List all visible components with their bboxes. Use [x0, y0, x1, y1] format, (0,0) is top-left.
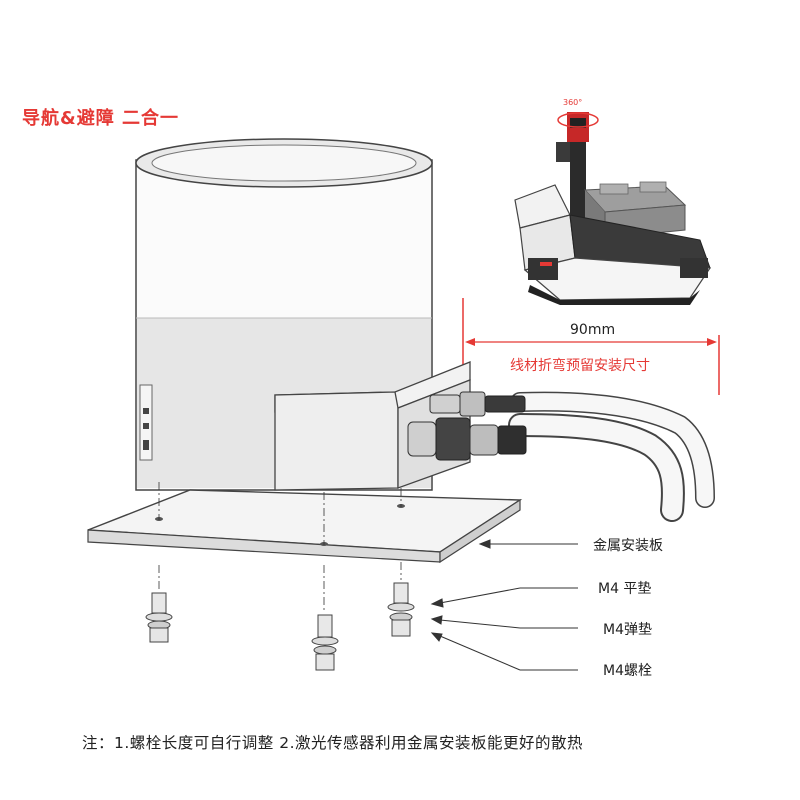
callout-flat-washer: M4 平垫 — [598, 581, 652, 597]
dimension-90mm — [462, 298, 720, 395]
bolt-set-1 — [145, 592, 173, 643]
robot-thumbnail — [514, 112, 712, 305]
diagram-title: 导航&避障 二合一 — [22, 108, 179, 129]
dimension-note: 线材折弯预留安装尺寸 — [510, 358, 650, 374]
bolt-set-3 — [387, 582, 415, 637]
cable-connectors — [407, 391, 527, 461]
lidar-sensor-body — [135, 138, 471, 491]
callout-plate: 金属安装板 — [593, 538, 663, 554]
callout-bolt: M4螺栓 — [603, 663, 652, 679]
leader-lines — [430, 539, 578, 671]
callout-spring-washer: M4弹垫 — [603, 622, 652, 638]
dimension-value: 90mm — [570, 322, 616, 338]
footnote: 注：1.螺栓长度可自行调整 2.激光传感器利用金属安装板能更好的散热 — [82, 734, 584, 752]
rotation-badge: 360° — [563, 98, 583, 107]
bolt-axes — [158, 482, 402, 612]
cables — [508, 391, 715, 522]
bolt-set-2 — [311, 614, 339, 671]
metal-mounting-plate — [87, 489, 523, 564]
